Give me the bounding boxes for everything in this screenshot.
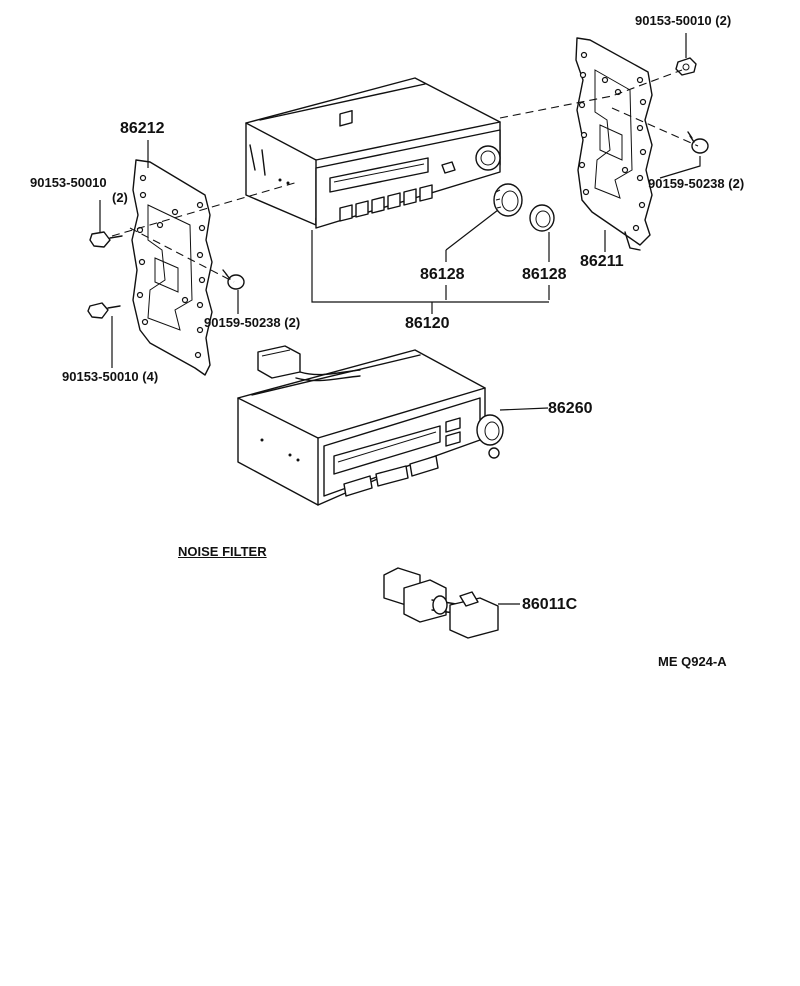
- tape-deck-86260: [237, 345, 504, 506]
- leader-lines: [99, 33, 701, 605]
- label-screw-top-right-part: 90153-50010: [635, 13, 712, 28]
- label-bolt-left: 90159-50238 (2): [204, 316, 300, 329]
- label-screw-left-part: 90153-50010: [30, 175, 107, 190]
- label-bolt-right-qty: (2): [728, 176, 745, 191]
- label-knob-b: 86128: [522, 266, 567, 283]
- centerline-right: [611, 107, 699, 147]
- screw-top-right: [675, 57, 697, 76]
- right-bracket-86211: [575, 37, 653, 251]
- label-bolt-left-part: 90159-50238: [204, 315, 281, 330]
- centerline-left-b: [129, 227, 235, 283]
- noise-filter-86011C: [383, 567, 499, 639]
- bolt-left: [222, 269, 245, 290]
- radio-unit-86120: [245, 77, 501, 229]
- label-screw-top-right-qty: (2): [715, 13, 732, 28]
- label-bolt-left-qty: (2): [284, 315, 301, 330]
- label-screw-bottom-left-qty: (4): [142, 369, 159, 384]
- label-radio-assy: 86120: [405, 315, 450, 332]
- label-bolt-right-part: 90159-50238: [648, 176, 725, 191]
- noise-filter-heading: NOISE FILTER: [178, 544, 267, 559]
- label-knob-a: 86128: [420, 266, 465, 283]
- left-bracket-86212: [131, 159, 213, 376]
- figure-code: ME Q924-A: [658, 654, 727, 669]
- centerline-top: [499, 69, 683, 119]
- label-screw-bottom-left: 90153-50010 (4): [62, 370, 158, 383]
- screw-left: [89, 231, 123, 248]
- label-bracket-left: 86212: [120, 120, 165, 137]
- label-screw-top-right: 90153-50010 (2): [635, 14, 731, 27]
- label-noise-filter: 86011C: [522, 596, 578, 613]
- screw-bottom-left: [87, 302, 121, 319]
- label-screw-bottom-left-part: 90153-50010: [62, 369, 139, 384]
- label-tape-deck: 86260: [548, 400, 593, 417]
- knob-86128-a: [493, 183, 523, 217]
- label-screw-left-qty: (2): [112, 190, 128, 205]
- centerline-left-a: [111, 181, 299, 237]
- knob-86128-b: [529, 204, 555, 232]
- label-bracket-right: 86211: [580, 253, 624, 270]
- label-bolt-right: 90159-50238 (2): [648, 177, 744, 190]
- bolt-right: [687, 131, 709, 154]
